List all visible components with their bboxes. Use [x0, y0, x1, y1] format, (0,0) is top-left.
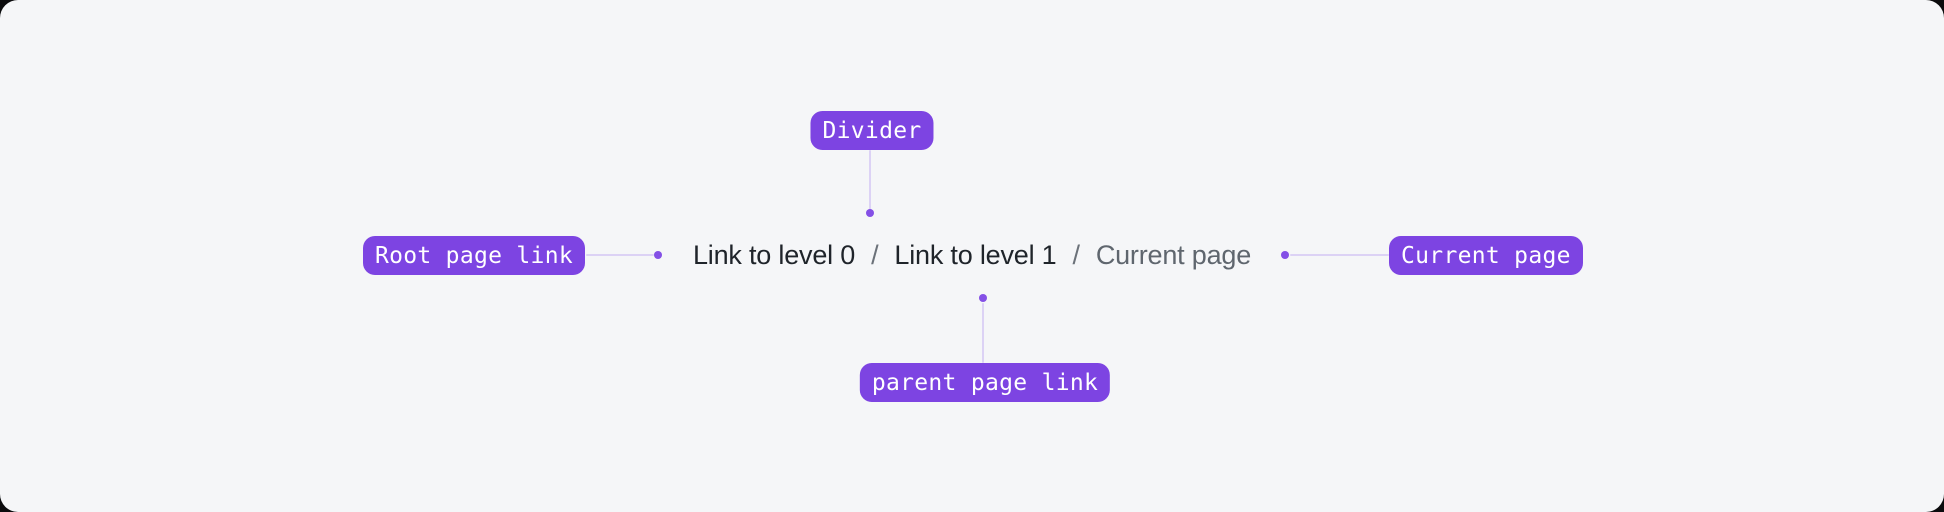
breadcrumb-link-level-1[interactable]: Link to level 1 [894, 240, 1057, 270]
breadcrumb-current-page: Current page [1095, 240, 1252, 270]
divider-leader-line [869, 150, 871, 210]
annotation-badge-parent-page-link: parent page link [859, 363, 1111, 402]
annotation-badge-root-page-link: Root page link [362, 236, 585, 275]
annotation-badge-current-page: Current page [1389, 236, 1583, 275]
breadcrumb-divider-2: / [1072, 240, 1081, 270]
breadcrumb-link-level-0[interactable]: Link to level 0 [692, 240, 856, 270]
parent-leader-line [982, 303, 984, 363]
root-leader-dot [654, 251, 662, 259]
current-leader-line [1290, 254, 1389, 256]
breadcrumb-divider-1: / [871, 240, 879, 270]
parent-leader-dot [979, 294, 987, 302]
root-leader-line [586, 254, 654, 256]
divider-leader-dot [866, 209, 874, 217]
annotation-badge-divider: Divider [810, 111, 934, 150]
breadcrumb: Link to level 0 / Link to level 1 / Curr… [693, 236, 1251, 275]
current-leader-dot [1281, 251, 1289, 259]
